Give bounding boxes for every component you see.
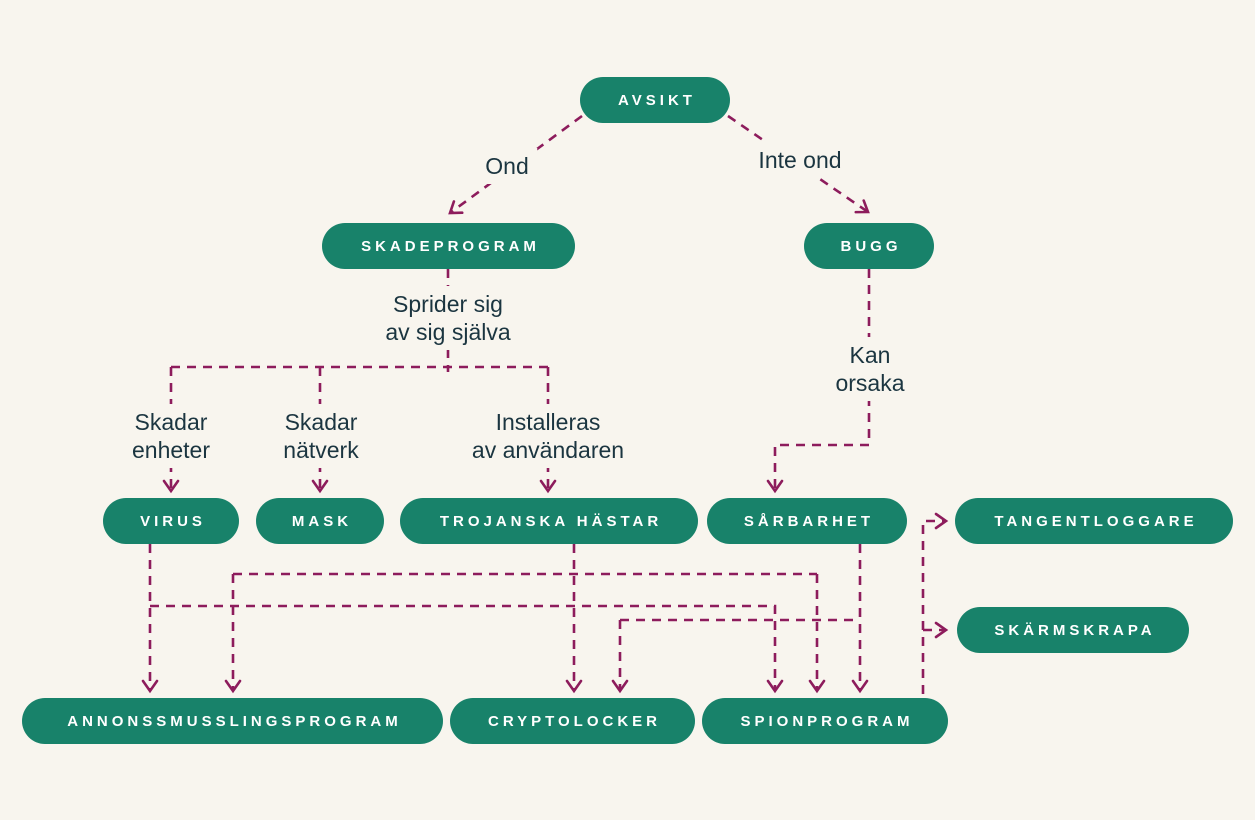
node-virus: VIRUS bbox=[103, 498, 239, 544]
node-tangentloggare: TANGENTLOGGARE bbox=[955, 498, 1233, 544]
edge-label-ond-text: Ond bbox=[485, 153, 529, 179]
edge-label-inte-ond-text: Inte ond bbox=[758, 147, 842, 173]
node-mask-label: MASK bbox=[291, 512, 353, 530]
node-cryptolocker-label: CRYPTOLOCKER bbox=[487, 712, 661, 730]
edge-label-line: orsaka bbox=[835, 370, 905, 396]
edge-label-line: Sprider sig bbox=[393, 291, 503, 317]
edge-label-ond: Ond bbox=[476, 148, 538, 184]
edge-label-skadar-enheter: Skadar enheter bbox=[122, 404, 220, 468]
edge-virus-spion bbox=[150, 604, 784, 694]
node-virus-label: VIRUS bbox=[140, 512, 206, 530]
node-sarbarhet: SÅRBARHET bbox=[707, 498, 907, 544]
node-avsikt: AVSIKT bbox=[580, 77, 730, 123]
edge-label-line: enheter bbox=[131, 437, 211, 463]
edge-label-line: Skadar bbox=[284, 409, 358, 435]
node-avsikt-label: AVSIKT bbox=[618, 91, 696, 109]
node-skarmskrapa-label: SKÄRMSKRAPA bbox=[994, 621, 1156, 639]
node-spionprogram-label: SPIONPROGRAM bbox=[740, 712, 914, 730]
edge-label-line: Skadar bbox=[134, 409, 208, 435]
node-skarmskrapa: SKÄRMSKRAPA bbox=[957, 607, 1189, 653]
node-trojanska-hastar-label: TROJANSKA HÄSTAR bbox=[439, 512, 663, 530]
edge-label-line: Installeras bbox=[495, 409, 601, 435]
edge-label-skadar-natverk: Skadar nätverk bbox=[274, 404, 368, 468]
edge-label-line: nätverk bbox=[283, 437, 359, 463]
node-annonssmusslingsprogram: ANNONSSMUSSLINGSPROGRAM bbox=[22, 698, 443, 744]
node-bugg: BUGG bbox=[804, 223, 934, 269]
node-skadeprogram-label: SKADEPROGRAM bbox=[361, 237, 540, 255]
node-sarbarhet-label: SÅRBARHET bbox=[743, 512, 875, 530]
edge-label-line: av sig själva bbox=[385, 319, 511, 345]
node-bugg-label: BUGG bbox=[840, 237, 902, 255]
edge-label-installeras: Installeras av användaren bbox=[462, 404, 634, 468]
edge-label-line: av användaren bbox=[471, 437, 625, 463]
edge-label-sprider-sig: Sprider sig av sig själva bbox=[376, 286, 520, 350]
edge-label-line: Kan bbox=[849, 342, 891, 368]
node-tangentloggare-label: TANGENTLOGGARE bbox=[994, 512, 1198, 530]
node-mask: MASK bbox=[256, 498, 384, 544]
edge-label-inte-ond: Inte ond bbox=[749, 142, 851, 178]
edge-spion-tangentloggare bbox=[921, 512, 949, 694]
node-trojanska-hastar: TROJANSKA HÄSTAR bbox=[400, 498, 698, 544]
node-skadeprogram: SKADEPROGRAM bbox=[322, 223, 575, 269]
node-spionprogram: SPIONPROGRAM bbox=[702, 698, 948, 744]
edge-label-kan-orsaka: Kan orsaka bbox=[826, 337, 914, 401]
node-annonssmusslingsprogram-label: ANNONSSMUSSLINGSPROGRAM bbox=[67, 712, 402, 730]
node-cryptolocker: CRYPTOLOCKER bbox=[450, 698, 695, 744]
